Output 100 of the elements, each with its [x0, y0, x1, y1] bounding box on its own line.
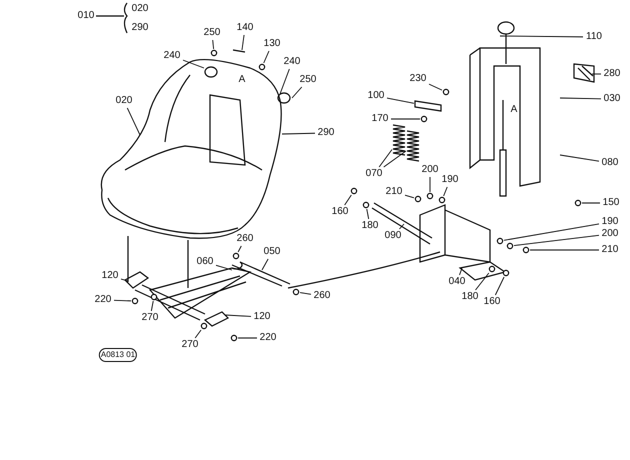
callout-number: 210: [384, 186, 404, 198]
leader-line: [262, 258, 269, 270]
callout-number: 260: [312, 290, 332, 302]
fastener-drawing: [442, 88, 450, 96]
leader-line: [386, 98, 414, 104]
callout-number: 160: [482, 296, 502, 308]
callout-number: 270: [140, 312, 160, 324]
leader-line: [475, 272, 490, 290]
leader-line: [383, 150, 406, 168]
fastener-drawing: [420, 116, 428, 122]
fastener-drawing: [506, 242, 514, 250]
spring-drawing: [406, 130, 420, 162]
callout-number: 250: [202, 27, 222, 39]
callout-number: 180: [360, 220, 380, 232]
callout-number: 200: [420, 164, 440, 176]
leader-line: [560, 154, 600, 162]
leader-line: [494, 276, 505, 296]
leader-line: [366, 208, 370, 220]
leader-line: [344, 194, 352, 206]
leader-line: [398, 224, 404, 230]
callout-number: 030: [602, 93, 622, 105]
leader-line: [378, 149, 392, 168]
leader-line: [282, 132, 316, 134]
leader-line: [404, 194, 414, 198]
callout-number: 250: [298, 74, 318, 86]
fastener-drawing: [258, 64, 266, 70]
part-label: 020: [130, 3, 150, 15]
fastener-drawing: [522, 246, 530, 254]
callout-number: 220: [94, 294, 112, 306]
fastener-drawing: [426, 192, 434, 200]
fastener-drawing: [210, 50, 218, 56]
fastener-drawing: [200, 322, 208, 330]
fastener-drawing: [488, 266, 496, 272]
callout-number: 120: [100, 270, 120, 282]
leader-line: [182, 60, 204, 68]
leader-line: [459, 268, 462, 276]
callout-number: 140: [236, 22, 254, 34]
leader-line: [560, 98, 602, 100]
callout-number: 020: [114, 95, 134, 107]
part-label: 010: [76, 10, 96, 22]
leader-line: [224, 314, 252, 317]
fastener-drawing: [350, 188, 358, 194]
plate-drawing: [414, 100, 442, 112]
callout-number: 190: [600, 216, 620, 228]
leader-line: [212, 40, 214, 50]
callout-number: 220: [258, 332, 278, 344]
leader-line: [194, 330, 202, 338]
drawing-code: A0813 01: [98, 348, 138, 362]
callout-number: 120: [252, 311, 272, 323]
callout-number: 050: [262, 246, 282, 258]
callout-number: 070: [364, 168, 384, 180]
spring-drawing: [392, 124, 406, 156]
callout-number: 190: [440, 174, 460, 186]
callout-number: 090: [384, 230, 402, 242]
fastener-drawing: [232, 252, 240, 260]
callout-number: 290: [316, 127, 336, 139]
fastener-drawing: [362, 202, 370, 208]
leader-line: [242, 34, 244, 50]
leader-line: [150, 300, 154, 312]
leader-line: [514, 234, 600, 246]
fastener-drawing: [230, 334, 238, 342]
callout-number: 110: [585, 31, 603, 43]
callout-number: 080: [600, 157, 620, 169]
fastener-drawing: [502, 270, 510, 276]
leader-line: [126, 108, 140, 136]
callout-number: 260: [236, 233, 254, 245]
fastener-drawing: [132, 298, 138, 304]
callout-number: 240: [282, 56, 302, 68]
leader-line: [120, 278, 128, 282]
leader-line: [263, 50, 270, 64]
callout-number: 150: [602, 197, 620, 209]
callout-number: 160: [330, 206, 350, 218]
callout-number: 130: [262, 38, 282, 50]
leader-line: [582, 202, 600, 204]
leader-line: [280, 68, 290, 94]
callout-number: 230: [408, 73, 428, 85]
callout-number: 210: [600, 244, 620, 256]
leader-line: [428, 84, 442, 91]
leader-line: [443, 186, 448, 196]
leader-line: [114, 300, 132, 302]
callout-number: 200: [600, 228, 620, 240]
part-label: A: [510, 104, 518, 116]
fastener-drawing: [438, 196, 446, 204]
leader-line: [504, 223, 600, 241]
leader-line: [292, 86, 302, 98]
part-label: A: [238, 74, 246, 86]
leader-line: [300, 292, 312, 295]
leader-line: [500, 36, 584, 38]
callout-number: 270: [180, 339, 200, 351]
callout-number: 280: [602, 68, 622, 80]
fastener-drawing: [414, 196, 422, 202]
leader-line: [390, 118, 420, 120]
fastener-drawing: [292, 288, 300, 296]
leader-line: [238, 246, 242, 252]
fastener-drawing: [496, 238, 504, 244]
callout-number: 170: [370, 113, 390, 125]
callout-number: 040: [448, 276, 466, 288]
callout-number: 180: [460, 291, 480, 303]
leader-line: [216, 264, 232, 270]
callout-number: 060: [196, 256, 214, 268]
